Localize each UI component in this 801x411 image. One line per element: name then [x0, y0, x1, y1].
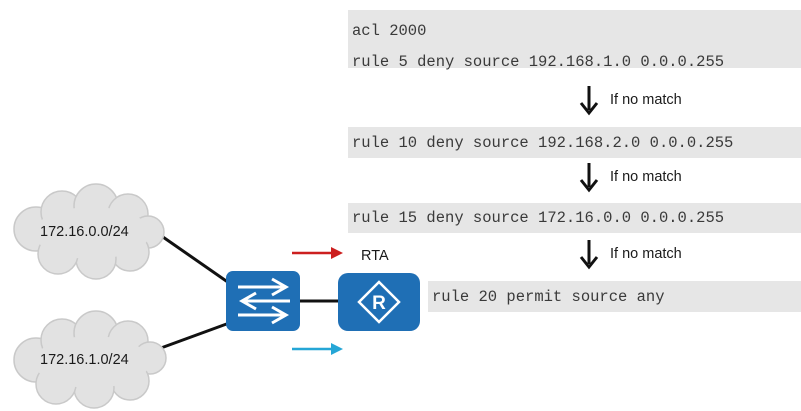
acl-rule-20-bar — [428, 281, 801, 312]
right-arrow-icon — [292, 343, 343, 355]
right-arrow-icon — [292, 247, 343, 259]
link-cloud2-switch — [149, 320, 233, 354]
down-arrow-icon — [579, 163, 599, 193]
router-label: RTA — [361, 248, 389, 264]
no-match-label-3: If no match — [610, 246, 682, 262]
svg-text:R: R — [372, 293, 386, 314]
no-match-label-2: If no match — [610, 169, 682, 185]
acl-rule-10: rule 10 deny source 192.168.2.0 0.0.0.25… — [352, 134, 734, 152]
switch-icon — [226, 271, 300, 331]
down-arrow-icon — [579, 86, 599, 116]
cloud-label-2: 172.16.1.0/24 — [40, 352, 129, 368]
acl-rule-10-bar — [348, 127, 801, 158]
acl-rule-20: rule 20 permit source any — [432, 288, 665, 306]
cloud-icon — [13, 310, 167, 409]
down-arrow-icon — [579, 240, 599, 270]
acl-header-text: acl 2000 — [352, 22, 427, 40]
no-match-label-1: If no match — [610, 92, 682, 108]
acl-rule-15: rule 15 deny source 172.16.0.0 0.0.0.255 — [352, 209, 725, 227]
acl-header-bar — [348, 10, 801, 68]
router-icon: R — [338, 273, 420, 331]
acl-rule-15-bar — [348, 203, 801, 233]
cloud-icon — [13, 183, 165, 280]
acl-rule-5: rule 5 deny source 192.168.1.0 0.0.0.255 — [352, 53, 725, 71]
cloud-label-1: 172.16.0.0/24 — [40, 224, 129, 240]
